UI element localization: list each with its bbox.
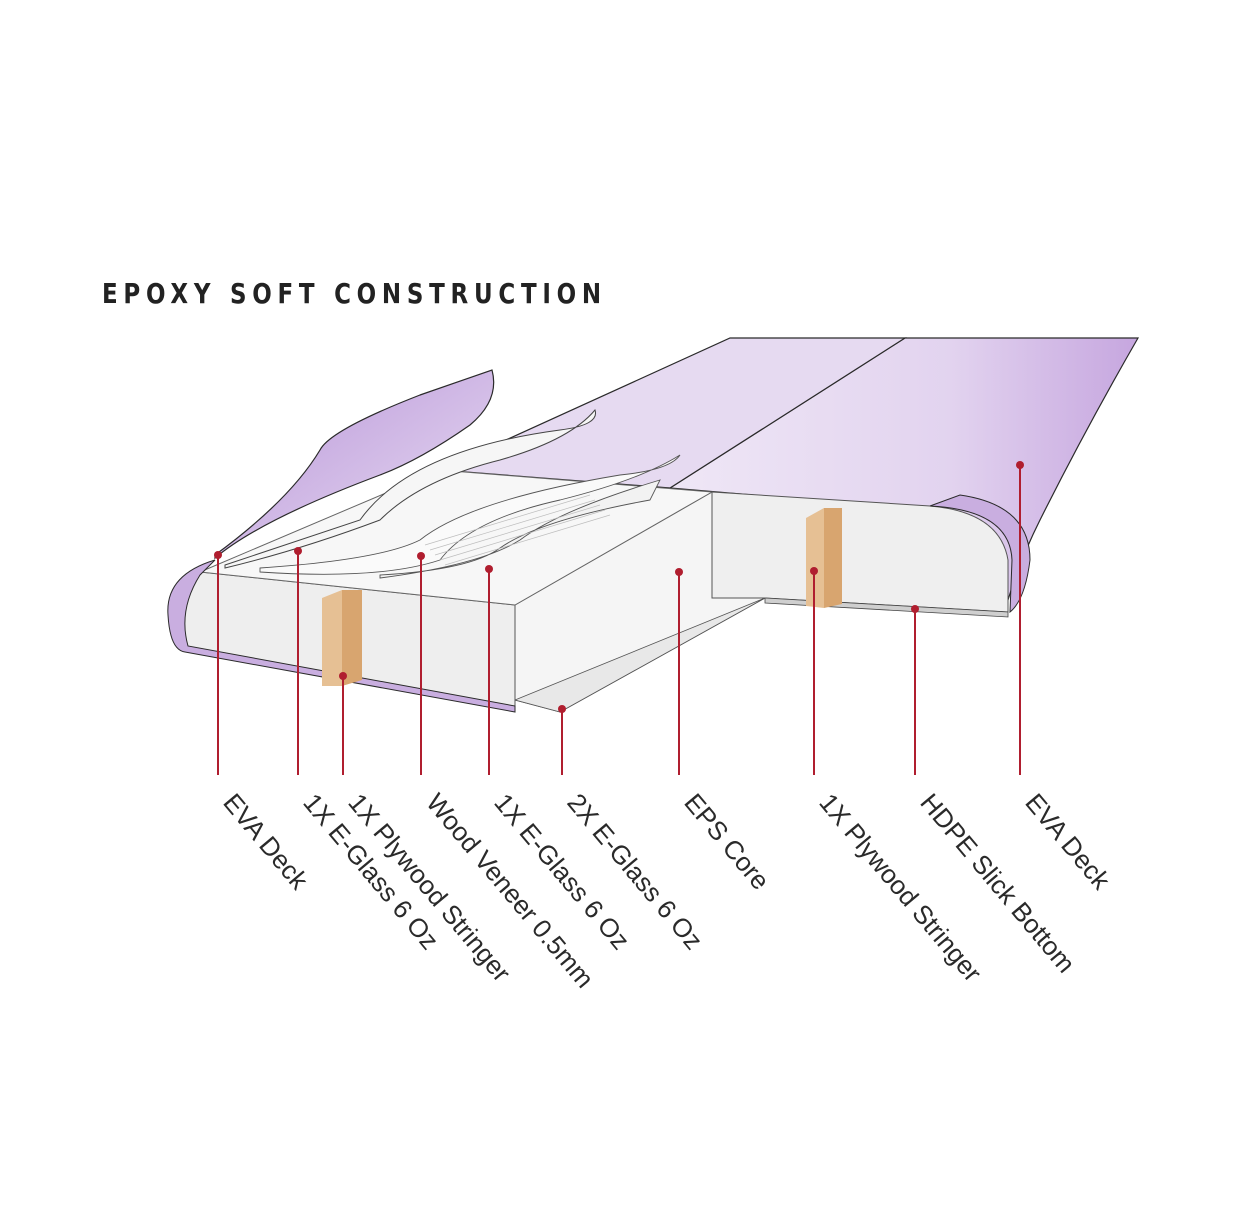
peeled-veneer xyxy=(259,454,681,575)
diagram-title: EPOXY SOFT CONSTRUCTION xyxy=(102,277,607,310)
right-stringer xyxy=(806,508,842,608)
veneer-hatch xyxy=(424,494,611,566)
leader-dot xyxy=(339,672,347,680)
peeled-eva-flap xyxy=(214,369,495,560)
leader-dot xyxy=(214,551,222,559)
peeled-glass-layer-2 xyxy=(379,479,661,579)
layer-label: EPS Core xyxy=(678,788,775,896)
leader-dot xyxy=(1016,461,1024,469)
left-rail xyxy=(167,559,516,713)
layer-label: EVA Deck xyxy=(1019,788,1117,896)
leader-dot xyxy=(810,567,818,575)
leader-dot xyxy=(558,705,566,713)
leader-dot xyxy=(485,565,493,573)
left-stringer xyxy=(322,590,362,686)
leader-dot xyxy=(911,605,919,613)
leader-lines xyxy=(214,461,1024,775)
leader-dot xyxy=(675,568,683,576)
step-face xyxy=(513,597,766,713)
leader-dot xyxy=(417,552,425,560)
leader-dot xyxy=(294,547,302,555)
peeled-glass-layer-1 xyxy=(224,408,597,569)
right-rail xyxy=(929,494,1031,614)
